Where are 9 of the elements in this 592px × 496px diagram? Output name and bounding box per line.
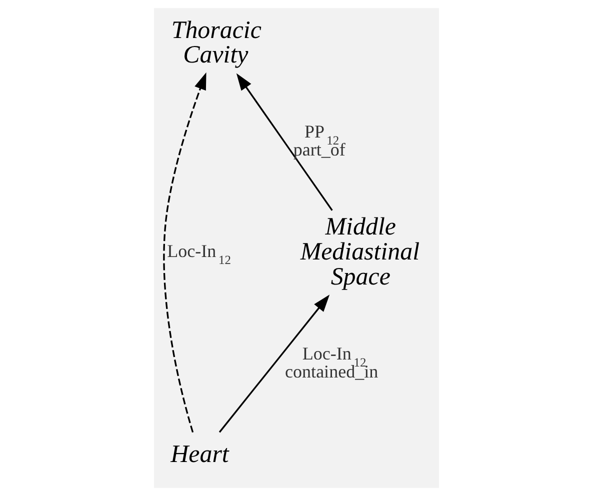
edge-label: Loc-In$_{12}$ contained_in [284, 344, 378, 382]
node-text: Thoracic Cavity [170, 16, 261, 69]
arrow [236, 73, 332, 211]
node-text: Heart [170, 441, 228, 468]
edge-label: Loc-In$_{12}$ [166, 240, 230, 267]
arrow [162, 72, 206, 433]
arrow [218, 294, 330, 433]
node-text: Middle Mediastinal Space [300, 214, 420, 291]
edge-label: PP$_{12}$ part_of [292, 122, 345, 160]
